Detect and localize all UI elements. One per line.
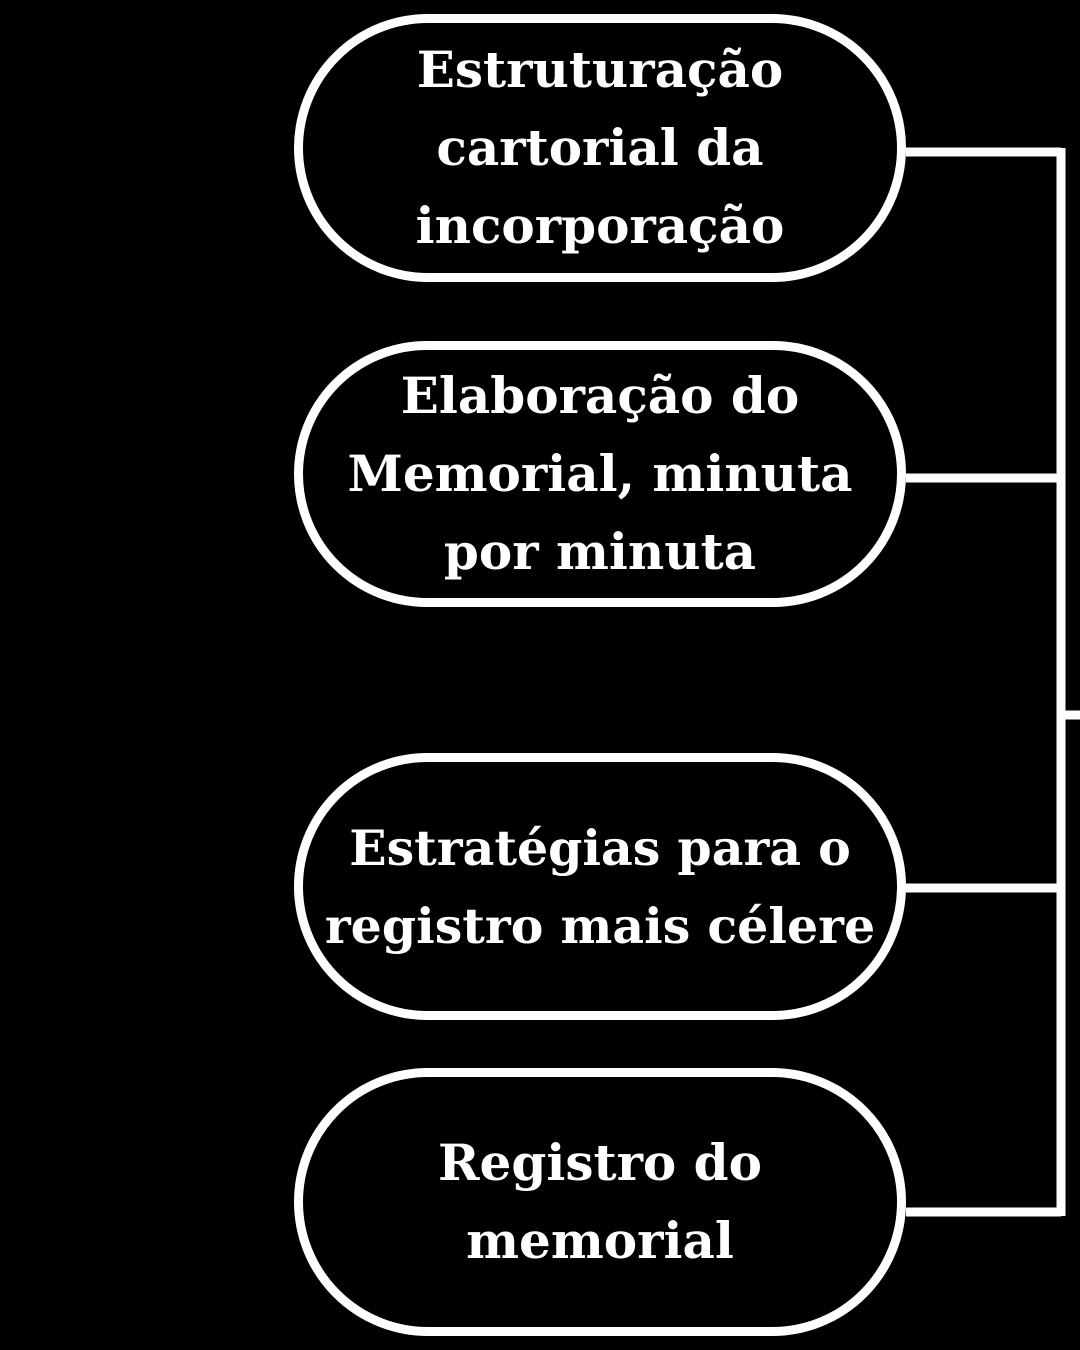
diagram-node-4: Registro do memorial — [294, 1068, 906, 1336]
diagram-node-3: Estratégias para o registro mais célere — [294, 753, 906, 1020]
diagram-node-4-label: Registro do memorial — [438, 1133, 762, 1270]
diagram-node-2: Elaboração do Memorial, minuta por minut… — [294, 341, 906, 607]
diagram-node-1-label: Estruturação cartorial da incorporação — [415, 40, 785, 255]
diagram-node-2-label: Elaboração do Memorial, minuta por minut… — [347, 366, 853, 581]
diagram-node-3-label: Estratégias para o registro mais célere — [324, 818, 876, 955]
diagram-node-1: Estruturação cartorial da incorporação — [294, 14, 906, 282]
